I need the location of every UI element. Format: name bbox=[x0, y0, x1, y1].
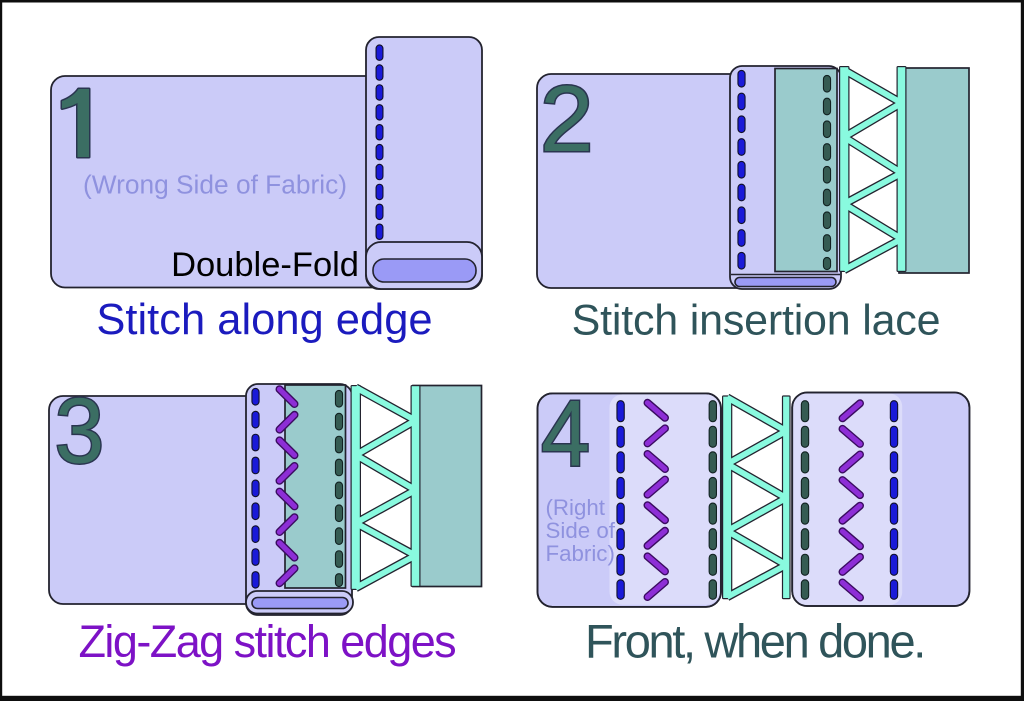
svg-text:2: 2 bbox=[540, 66, 594, 171]
svg-text:Stitch insertion lace: Stitch insertion lace bbox=[572, 297, 941, 345]
svg-text:3: 3 bbox=[55, 378, 105, 482]
svg-text:Front, when done.: Front, when done. bbox=[585, 615, 924, 668]
svg-text:Side of: Side of bbox=[546, 518, 616, 543]
svg-text:Fabric): Fabric) bbox=[546, 541, 615, 566]
svg-text:Double-Fold: Double-Fold bbox=[171, 246, 359, 284]
svg-text:Stitch along edge: Stitch along edge bbox=[96, 296, 432, 344]
svg-text:4: 4 bbox=[541, 381, 590, 486]
svg-text:(Wrong Side of Fabric): (Wrong Side of Fabric) bbox=[83, 170, 347, 200]
svg-text:(Right: (Right bbox=[546, 495, 606, 520]
svg-text:Zig-Zag stitch edges: Zig-Zag stitch edges bbox=[78, 616, 455, 667]
